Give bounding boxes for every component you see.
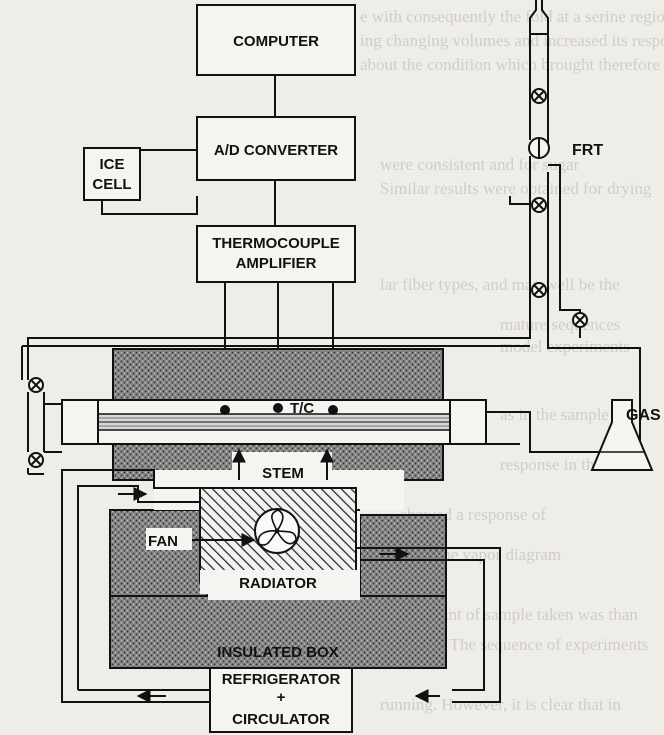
thermocouple-label-line1: THERMOCOUPLE bbox=[212, 235, 340, 252]
thermocouple-junctions bbox=[220, 403, 338, 415]
valve-icon bbox=[28, 452, 44, 468]
computer-box: COMPUTER bbox=[196, 4, 356, 76]
gas-tubing bbox=[21, 0, 641, 404]
svg-text:model experiments: model experiments bbox=[500, 337, 630, 356]
left-manifold bbox=[27, 392, 62, 475]
thermocouple-label-line2: AMPLIFIER bbox=[236, 255, 317, 272]
svg-text:e with consequently the fold a: e with consequently the fold at a serine… bbox=[360, 7, 664, 26]
ice-cell-label-line1: ICE bbox=[99, 156, 124, 173]
ad-converter-box: A/D CONVERTER bbox=[196, 116, 356, 181]
fan-label: FAN bbox=[148, 533, 178, 550]
computer-label: COMPUTER bbox=[233, 33, 319, 50]
ice-cell-label-line2: CELL bbox=[92, 176, 131, 193]
tc-label: T/C bbox=[290, 400, 314, 417]
gas-flask: GAS bbox=[590, 399, 661, 471]
valve-icon bbox=[28, 377, 44, 393]
circulator-label: CIRCULATOR bbox=[232, 711, 330, 728]
svg-text:as in the sample: as in the sample bbox=[500, 405, 609, 424]
valve-icon bbox=[531, 88, 547, 104]
valve-icons bbox=[28, 88, 588, 468]
valve-icon bbox=[531, 197, 547, 213]
fan-icon bbox=[254, 508, 300, 554]
valve-icon bbox=[572, 312, 588, 328]
svg-text:response in the: response in the bbox=[500, 455, 602, 474]
svg-text:about the condition which brou: about the condition which brought theref… bbox=[360, 55, 660, 74]
frt-label: FRT bbox=[572, 142, 603, 159]
refrigerator-circulator-box: REFRIGERATOR + CIRCULATOR bbox=[209, 667, 353, 733]
svg-text:running. However, it is clear: running. However, it is clear that in bbox=[380, 695, 622, 714]
refrigerator-label: REFRIGERATOR bbox=[222, 671, 341, 688]
plus-label: + bbox=[277, 689, 286, 706]
frt-flowmeter: FRT bbox=[528, 137, 603, 159]
svg-text:lar fiber types, and may well: lar fiber types, and may well be the bbox=[380, 275, 620, 294]
radiator-label-bg bbox=[200, 570, 360, 594]
insulated-box-label: INSULATED BOX bbox=[217, 644, 338, 661]
right-outlet bbox=[486, 411, 600, 453]
svg-text:Similar results were obtained: Similar results were obtained for drying bbox=[380, 179, 652, 198]
svg-text:mature sequences: mature sequences bbox=[500, 315, 620, 334]
radiator-label: RADIATOR bbox=[239, 575, 317, 592]
ice-cell-box: ICE CELL bbox=[83, 147, 141, 201]
svg-text:ing changing volumes and incre: ing changing volumes and increased its r… bbox=[360, 31, 664, 50]
stem-label: STEM bbox=[262, 465, 304, 482]
stem: STEM bbox=[232, 448, 334, 482]
ad-converter-label: A/D CONVERTER bbox=[214, 142, 338, 159]
svg-text:adsorbed. The sequence of expe: adsorbed. The sequence of experiments bbox=[380, 635, 648, 654]
gas-label: GAS bbox=[626, 407, 661, 424]
valve-icon bbox=[531, 282, 547, 298]
thermocouple-amplifier-box: THERMOCOUPLE AMPLIFIER bbox=[196, 225, 356, 283]
